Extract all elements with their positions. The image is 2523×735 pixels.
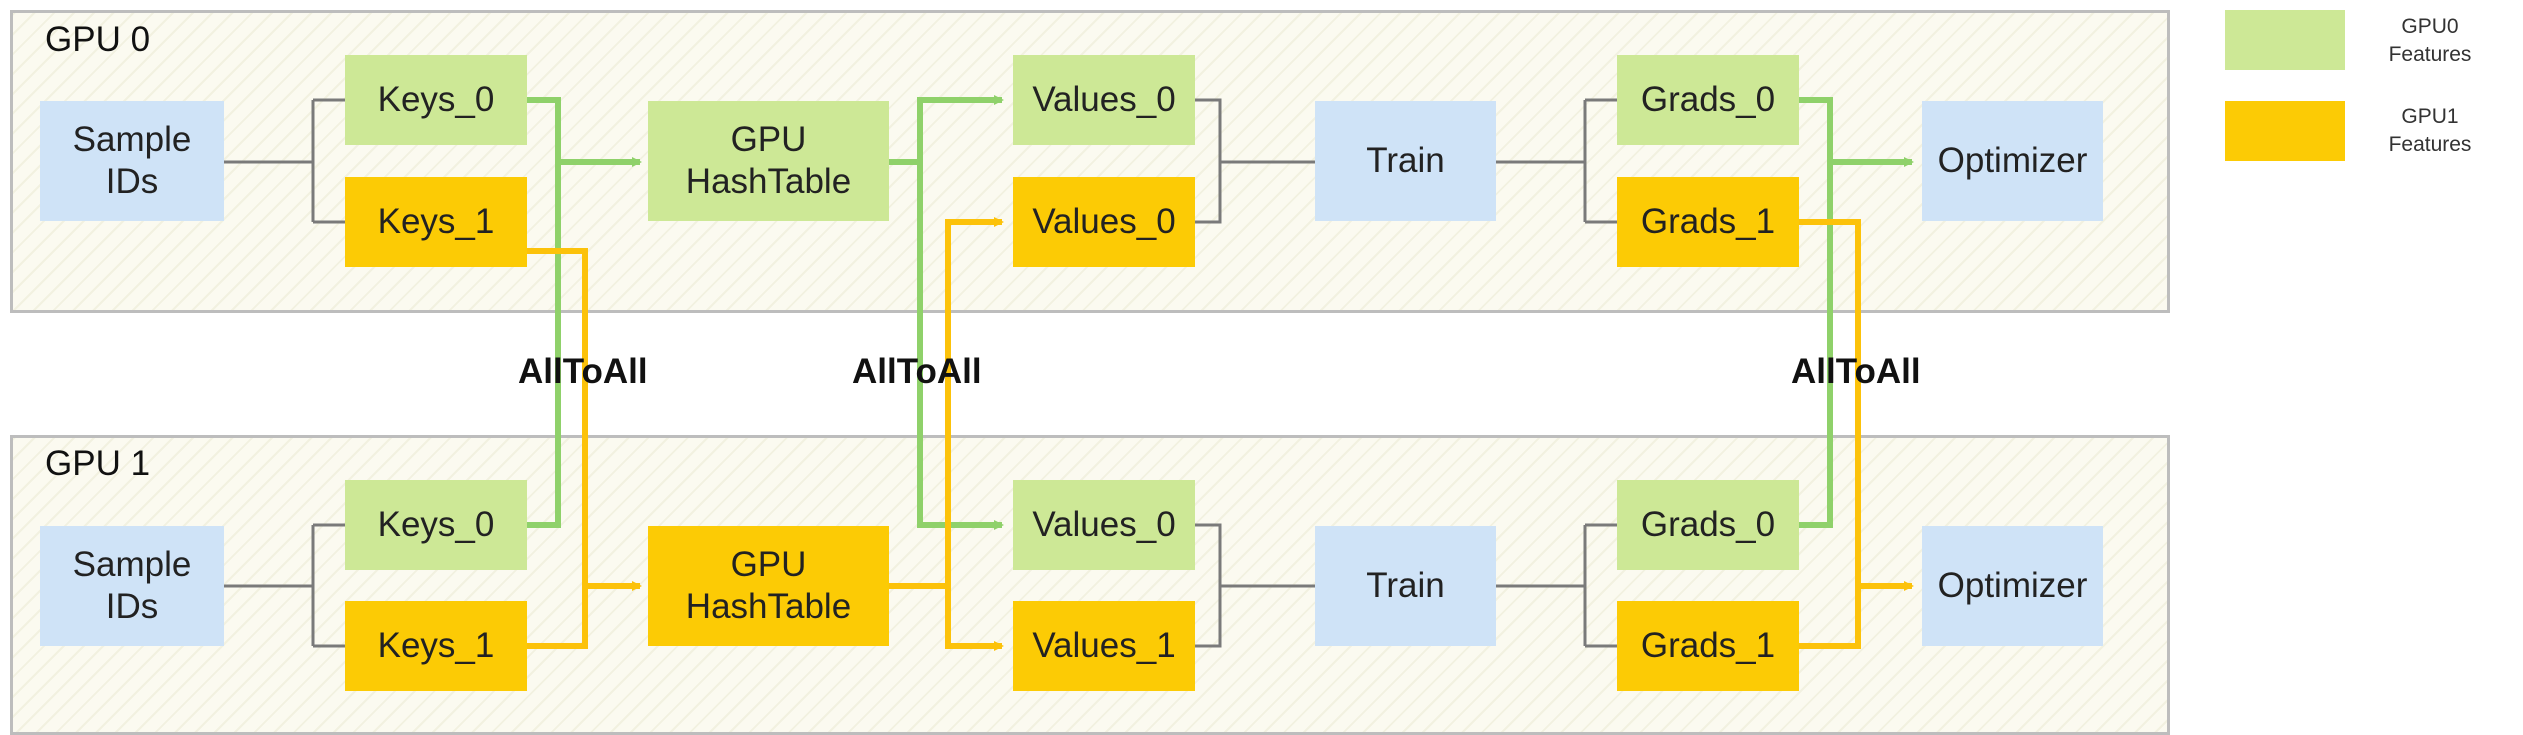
- alltoall-grads-label: AllToAll: [1791, 352, 1921, 391]
- grads0-gpu1-to-optimizer-gpu0-flow: [1799, 162, 1833, 528]
- grads0-node-gpu0: Grads_0: [1617, 55, 1799, 145]
- values0-node-gpu0: Values_0: [1013, 55, 1195, 145]
- train-node-gpu0: Train: [1315, 101, 1496, 221]
- hashtable-gpu0-to-values0-gpu1-flow: [917, 162, 1004, 530]
- sample-to-keys-connector-gpu1: [224, 523, 345, 648]
- grads1-gpu1-to-optimizer-gpu1-flow: [1799, 586, 1861, 649]
- hashtable-gpu0-values-flow: [889, 95, 1004, 165]
- keys0-gpu0-to-hashtable-gpu0-flow: [527, 97, 642, 167]
- gpu1-lane-title: GPU 1: [45, 444, 151, 483]
- keys0-node-gpu0: Keys_0: [345, 55, 527, 145]
- keys0-node-gpu1: Keys_0: [345, 480, 527, 570]
- grads1-node-gpu1: Grads_1: [1617, 601, 1799, 691]
- grads1-node-gpu0: Grads_1: [1617, 177, 1799, 267]
- legend-gpu1-label: GPU1 Features: [2388, 105, 2472, 157]
- values-to-train-connector-gpu0: [1195, 98, 1315, 224]
- hashtable-node-gpu1: GPU HashTable: [648, 526, 889, 646]
- legend-gpu0-swatch: [2225, 10, 2345, 70]
- train-node-gpu1: Train: [1315, 526, 1496, 646]
- values0-from-gpu0-node-gpu1: Values_0: [1013, 480, 1195, 570]
- gpu0-lane-title: GPU 0: [45, 20, 151, 59]
- keys1-node-gpu1: Keys_1: [345, 601, 527, 691]
- alltoall-values-label: AllToAll: [852, 352, 982, 391]
- keys1-gpu1-to-hashtable-gpu1-flow: [527, 586, 588, 649]
- grads0-node-gpu1: Grads_0: [1617, 480, 1799, 570]
- grads1-gpu0-to-optimizer-gpu1-flow: [1799, 219, 1914, 591]
- legend-gpu0-label: GPU0 Features: [2388, 15, 2472, 67]
- sample-ids-node-gpu0: Sample IDs: [40, 101, 224, 221]
- sample-to-keys-connector-gpu0: [224, 98, 345, 224]
- train-to-grads-connector-gpu0: [1496, 98, 1617, 224]
- keys1-node-gpu0: Keys_1: [345, 177, 527, 267]
- legend-gpu1-swatch: [2225, 101, 2345, 161]
- sample-ids-node-gpu1: Sample IDs: [40, 526, 224, 646]
- train-to-grads-connector-gpu1: [1496, 523, 1617, 648]
- grads0-gpu0-to-optimizer-gpu0-flow: [1799, 97, 1914, 167]
- keys0-gpu1-to-hashtable-gpu0-flow: [527, 162, 561, 528]
- optimizer-node-gpu1: Optimizer: [1922, 526, 2103, 646]
- values-to-train-connector-gpu1: [1195, 523, 1315, 648]
- hashtable-gpu1-values-flow: [889, 583, 1004, 651]
- hashtable-node-gpu0: GPU HashTable: [648, 101, 889, 221]
- optimizer-node-gpu0: Optimizer: [1922, 101, 2103, 221]
- values0-from-gpu1-node-gpu0: Values_0: [1013, 177, 1195, 267]
- alltoall-keys-label: AllToAll: [518, 352, 648, 391]
- keys1-gpu0-to-hashtable-gpu1-flow: [527, 248, 642, 591]
- values1-node-gpu1: Values_1: [1013, 601, 1195, 691]
- hashtable-gpu1-to-values0-gpu0-flow: [945, 217, 1004, 586]
